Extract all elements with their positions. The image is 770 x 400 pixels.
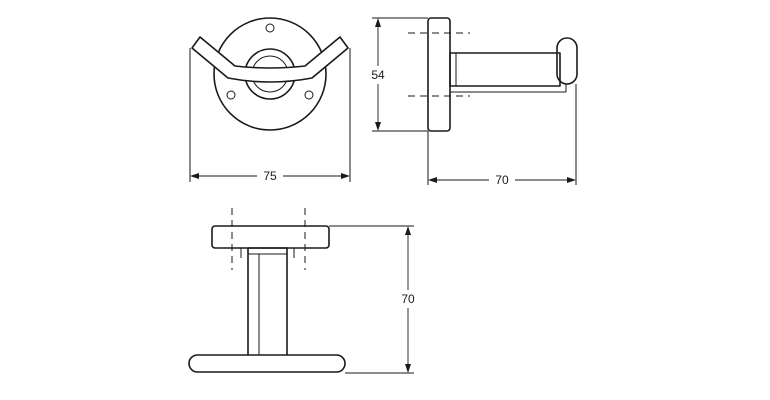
dimension-label-75: 75 (263, 169, 277, 183)
side-stem (449, 52, 561, 87)
screw-hole-top (265, 23, 275, 33)
rosette-plate (213, 17, 327, 131)
dimension-label-70-side: 70 (495, 173, 509, 187)
dimension-label-70-top: 70 (401, 292, 415, 306)
side-hook-tip (556, 37, 578, 85)
dimension-top-depth: 70 (398, 226, 418, 373)
dimension-front-width: 75 (190, 168, 350, 183)
side-wall-plate (427, 17, 451, 132)
dimension-side-depth: 70 (428, 172, 576, 187)
top-stem (247, 247, 288, 359)
front-view: 75 (189, 17, 351, 183)
dimension-label-54: 54 (371, 68, 385, 82)
screw-hole-right (304, 90, 314, 100)
top-view: 70 (188, 208, 418, 374)
top-wall-plate (211, 225, 330, 249)
hook-arms (191, 36, 349, 83)
side-view: 54 70 (370, 17, 578, 187)
dimension-side-height: 54 (370, 18, 386, 131)
top-hook-bar (188, 354, 346, 373)
screw-hole-left (226, 90, 236, 100)
